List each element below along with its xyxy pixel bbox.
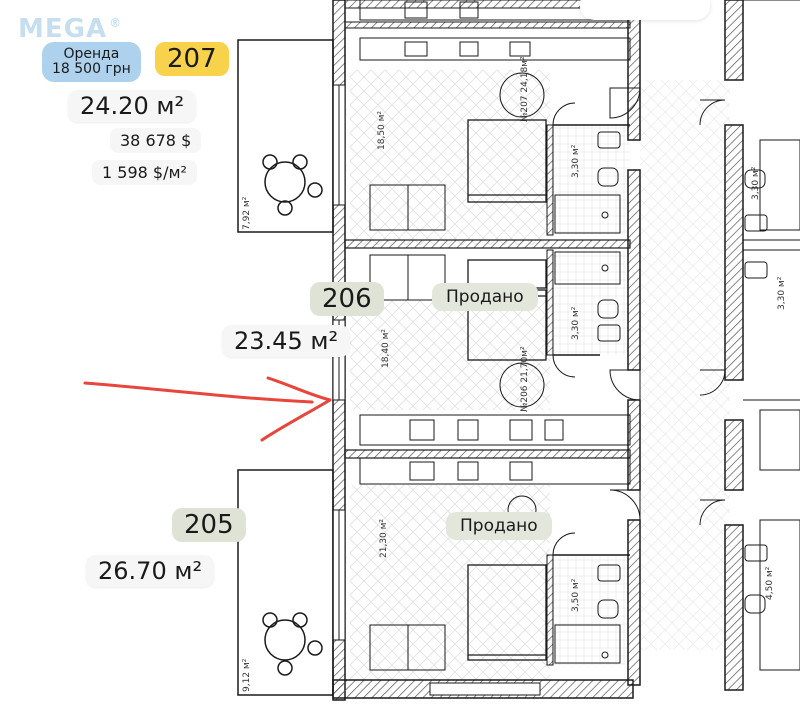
- label-right-bath-3: 4,50 м²: [765, 566, 775, 600]
- rent-label: Оренда: [63, 46, 120, 62]
- label-207-bath-area: 3,30 м²: [571, 144, 581, 178]
- label-205-main-area: 21,30 м²: [379, 519, 389, 558]
- label-right-bath-1: 3,30 м²: [751, 166, 761, 200]
- rent-badge-207[interactable]: Оренда 18 500 грн: [42, 42, 141, 82]
- label-206-main-area: 18,40 м²: [381, 329, 391, 368]
- sold-badge-205: Продано: [446, 512, 552, 540]
- balcony-207: [237, 39, 334, 233]
- label-205-balcony-area: 9,12 м²: [242, 658, 252, 692]
- unit-area-206: 23.45 м²: [222, 325, 351, 357]
- balcony-205: [237, 469, 334, 696]
- unit-number-207[interactable]: 207: [155, 42, 229, 76]
- watermark-logo: MEGA®: [18, 14, 123, 44]
- kitchen-206: [359, 414, 631, 485]
- unit-price-207: 38 678 $: [110, 128, 202, 153]
- unit-number-206[interactable]: 206: [310, 282, 384, 316]
- label-206-bath-area: 3,30 м²: [571, 306, 581, 340]
- label-205-bath-area: 3,50 м²: [571, 578, 581, 612]
- bed-207: [467, 119, 547, 203]
- unit-area-207: 24.20 м²: [68, 90, 197, 122]
- label-207-balcony-area: 7,92 м²: [242, 196, 252, 230]
- floor-206: [350, 300, 550, 410]
- label-right-bath-2: 3,30 м²: [777, 276, 787, 310]
- label-207-total: №207 24,18м²: [520, 56, 530, 122]
- unit-number-205[interactable]: 205: [172, 508, 246, 542]
- unit-area-205: 26.70 м²: [86, 555, 215, 587]
- label-207-main-area: 18,50 м²: [377, 111, 387, 150]
- label-206-total: №206 21,70м²: [520, 346, 530, 412]
- unit-price-per-m2-207: 1 598 $/м²: [92, 160, 197, 185]
- annotation-arrow: [83, 376, 332, 442]
- bed-205: [467, 564, 547, 661]
- rent-value: 18 500 грн: [52, 61, 131, 77]
- floor-207: [350, 70, 550, 245]
- floating-card: [580, 0, 710, 20]
- sold-badge-206: Продано: [432, 283, 538, 311]
